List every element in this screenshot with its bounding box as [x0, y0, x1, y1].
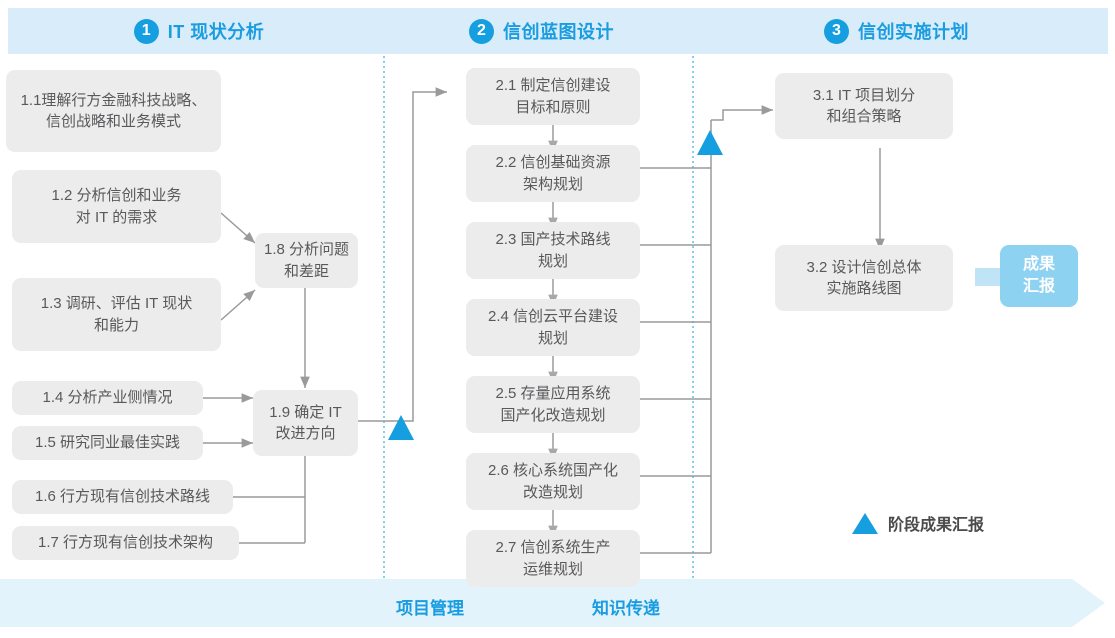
- task-box-2-3[interactable]: 2.3 国产技术路线规划: [466, 222, 640, 279]
- stage-banner-3[interactable]: 3 信创实施计划: [693, 8, 1108, 54]
- task-box-1-1[interactable]: 1.1理解行方金融科技战略、信创战略和业务模式: [6, 70, 221, 152]
- task-box-1-6[interactable]: 1.6 行方现有信创技术路线: [12, 480, 233, 514]
- stage-number-3: 3: [824, 18, 849, 44]
- milestone-triangle-stage1: [388, 415, 414, 440]
- task-box-2-1[interactable]: 2.1 制定信创建设目标和原则: [466, 68, 640, 125]
- task-box-1-8[interactable]: 1.8 分析问题和差距: [255, 233, 358, 288]
- legend-label: 阶段成果汇报: [888, 517, 985, 534]
- task-box-2-5[interactable]: 2.5 存量应用系统国产化改造规划: [466, 376, 640, 433]
- stage-banner-2[interactable]: 2 信创蓝图设计: [383, 8, 708, 54]
- task-box-3-2[interactable]: 3.2 设计信创总体实施路线图: [775, 245, 953, 311]
- stage-label-3: 信创实施计划: [858, 22, 969, 42]
- task-box-1-3[interactable]: 1.3 调研、评估 IT 现状和能力: [12, 278, 221, 351]
- task-box-3-1[interactable]: 3.1 IT 项目划分和组合策略: [775, 73, 953, 139]
- triangle-up-icon: [852, 512, 878, 534]
- task-box-1-5[interactable]: 1.5 研究同业最佳实践: [12, 426, 203, 460]
- stage-number-2: 2: [469, 18, 494, 44]
- task-box-1-4[interactable]: 1.4 分析产业侧情况: [12, 381, 203, 415]
- stage-banner-1[interactable]: 1 IT 现状分析: [8, 8, 398, 54]
- task-box-1-2[interactable]: 1.2 分析信创和业务对 IT 的需求: [12, 170, 221, 243]
- task-box-1-7[interactable]: 1.7 行方现有信创技术架构: [12, 526, 239, 560]
- result-box[interactable]: 成果汇报: [1000, 245, 1078, 307]
- footer-item-project-management[interactable]: 项目管理: [396, 599, 464, 618]
- task-box-2-4[interactable]: 2.4 信创云平台建设规划: [466, 299, 640, 356]
- stage-label-2: 信创蓝图设计: [503, 22, 614, 42]
- stage-number-1: 1: [133, 18, 159, 44]
- stage-label-1: IT 现状分析: [167, 22, 265, 42]
- legend: 阶段成果汇报: [852, 511, 984, 535]
- milestone-triangle-stage2: [697, 130, 723, 155]
- footer-item-knowledge-transfer[interactable]: 知识传递: [592, 599, 660, 618]
- task-box-2-6[interactable]: 2.6 核心系统国产化改造规划: [466, 453, 640, 510]
- task-box-2-2[interactable]: 2.2 信创基础资源架构规划: [466, 145, 640, 202]
- task-box-2-7[interactable]: 2.7 信创系统生产运维规划: [466, 530, 640, 587]
